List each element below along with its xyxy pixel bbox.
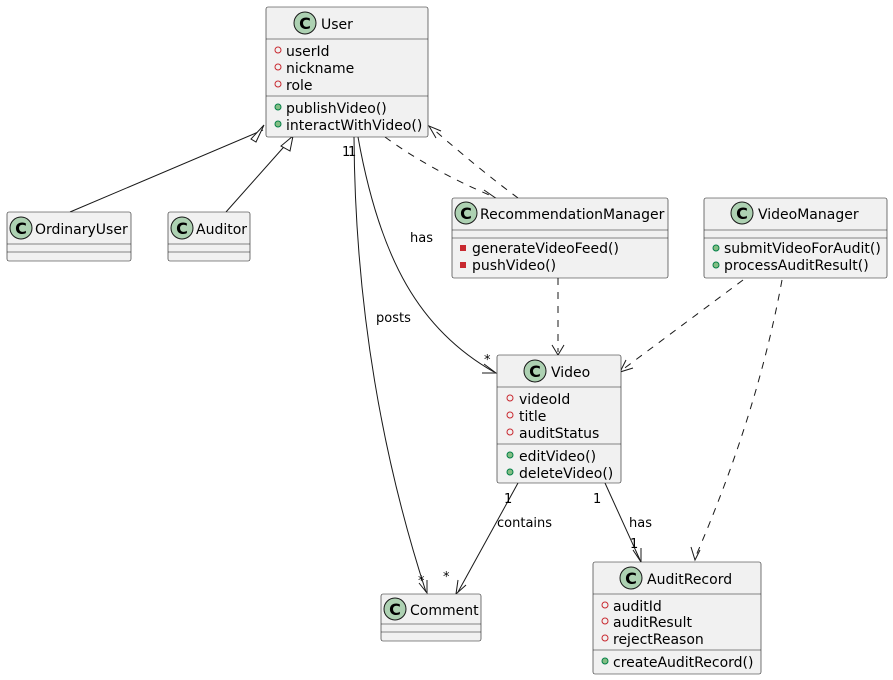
class-ordinaryuser[interactable]: C OrdinaryUser <box>6 211 132 262</box>
class-c-glyph: C <box>460 204 472 223</box>
method: interactWithVideo() <box>286 118 422 134</box>
relation-label-user-has-video: has <box>410 231 433 246</box>
inheritance-auditor-user <box>225 134 294 213</box>
attribute: role <box>286 78 313 94</box>
public-marker-icon <box>712 261 720 269</box>
class-auditrecord[interactable]: C AuditRecord auditId auditResult reject… <box>592 561 762 675</box>
method: submitVideoForAudit() <box>724 241 881 257</box>
multiplicity-user-video-to: * <box>484 353 491 368</box>
class-comment[interactable]: C Comment <box>380 593 482 642</box>
class-c-glyph: C <box>176 219 188 238</box>
private-marker-icon <box>460 262 466 268</box>
class-icon <box>170 216 194 240</box>
public-marker-icon <box>274 103 282 111</box>
public-marker-icon <box>506 451 514 459</box>
public-marker-icon <box>274 120 282 128</box>
class-auditor[interactable]: C Auditor <box>167 211 251 262</box>
class-icon <box>9 216 33 240</box>
private-marker-icon <box>601 634 609 642</box>
attribute: auditId <box>613 599 662 615</box>
association-video-has-auditrecord: has 1 1 <box>593 482 652 564</box>
relation-label-video-contains-comment: contains <box>497 516 552 531</box>
class-c-glyph: C <box>389 600 401 619</box>
method: createAuditRecord() <box>613 655 753 671</box>
class-icon <box>293 11 317 35</box>
relation-label-video-has-auditrecord: has <box>629 516 652 531</box>
public-marker-icon <box>601 657 609 665</box>
class-name-comment: Comment <box>410 603 479 619</box>
attribute: rejectReason <box>613 632 704 648</box>
class-name-auditrecord: AuditRecord <box>647 572 732 588</box>
multiplicity-video-audit-from: 1 <box>593 492 601 507</box>
class-video[interactable]: C Video videoId title auditStatus editVi… <box>496 354 622 484</box>
class-icon <box>619 566 643 590</box>
class-icon <box>454 201 478 225</box>
method: pushVideo() <box>472 258 556 274</box>
class-icon <box>523 359 547 383</box>
attribute: auditStatus <box>519 426 599 442</box>
private-marker-icon <box>274 80 282 88</box>
multiplicity-video-comment-to: * <box>443 570 450 585</box>
attribute: auditResult <box>613 615 692 631</box>
class-name-auditor: Auditor <box>196 222 247 238</box>
attribute: nickname <box>286 61 354 77</box>
method: processAuditResult() <box>724 258 869 274</box>
attribute: videoId <box>519 392 570 408</box>
dependency-videomanager-video <box>619 279 744 373</box>
class-icon <box>730 201 754 225</box>
class-recommendationmanager[interactable]: C RecommendationManager generateVideoFee… <box>451 197 669 279</box>
dependency-videomanager-auditrecord <box>690 279 783 562</box>
class-name-videomanager: VideoManager <box>758 207 859 223</box>
multiplicity-user-video-from: 1 <box>348 145 356 160</box>
class-c-glyph: C <box>736 204 748 223</box>
dependency-recommendationmanager-user <box>427 124 519 199</box>
private-marker-icon <box>274 63 282 71</box>
method: editVideo() <box>519 449 596 465</box>
relation-label-user-posts-comment: posts <box>376 311 411 326</box>
class-c-glyph: C <box>299 14 311 33</box>
public-marker-icon <box>712 244 720 252</box>
multiplicity-user-comment-from: 1 <box>342 145 350 160</box>
multiplicity-video-audit-to: 1 <box>630 537 638 552</box>
association-user-has-video: has 1 * <box>348 136 498 374</box>
public-marker-icon <box>506 468 514 476</box>
class-name-video: Video <box>551 365 590 381</box>
private-marker-icon <box>601 617 609 625</box>
class-c-glyph: C <box>625 569 637 588</box>
association-user-posts-comment: posts 1 * <box>342 136 428 595</box>
dependency-recommendationmanager-video <box>551 278 565 356</box>
method: deleteVideo() <box>519 466 613 482</box>
class-name-recommendationmanager: RecommendationManager <box>480 207 665 223</box>
method: publishVideo() <box>286 101 387 117</box>
method: generateVideoFeed() <box>472 241 619 257</box>
inheritance-ordinaryuser-user <box>69 124 265 213</box>
attribute: userId <box>286 44 330 60</box>
multiplicity-user-comment-to: * <box>418 574 425 589</box>
class-name-user: User <box>321 17 353 33</box>
class-videomanager[interactable]: C VideoManager submitVideoForAudit() pro… <box>703 197 888 279</box>
private-marker-icon <box>506 411 514 419</box>
private-marker-icon <box>506 394 514 402</box>
attribute: title <box>519 409 546 425</box>
private-marker-icon <box>601 601 609 609</box>
private-marker-icon <box>274 46 282 54</box>
class-icon <box>383 597 407 621</box>
class-c-glyph: C <box>15 219 27 238</box>
class-user[interactable]: C User userId nickname role publishVideo… <box>265 6 429 138</box>
class-name-ordinaryuser: OrdinaryUser <box>35 222 128 238</box>
private-marker-icon <box>460 245 466 251</box>
dependency-user-recommendationmanager <box>384 136 499 200</box>
private-marker-icon <box>506 428 514 436</box>
class-c-glyph: C <box>529 362 541 381</box>
association-video-contains-comment: contains 1 * <box>443 482 552 596</box>
multiplicity-video-comment-from: 1 <box>504 492 512 507</box>
